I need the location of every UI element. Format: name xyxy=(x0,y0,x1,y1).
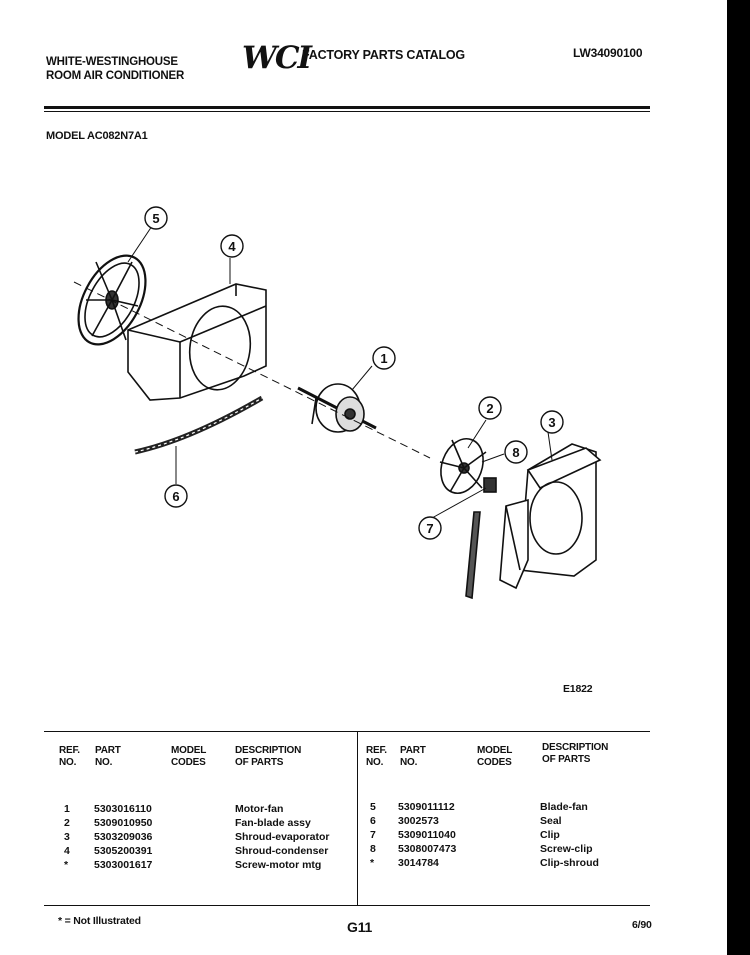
callout-6 xyxy=(164,484,188,508)
brand-line-2: ROOM AIR CONDITIONER xyxy=(46,70,185,82)
evaporator-shroud-drawing xyxy=(499,443,602,590)
scan-edge xyxy=(727,0,750,955)
callout-7 xyxy=(418,516,442,540)
callout-1 xyxy=(372,346,396,370)
callout-8-label: 8 xyxy=(512,445,519,460)
table-top-rule xyxy=(44,731,650,732)
figure-code: E1822 xyxy=(563,683,593,695)
condenser-shroud-drawing xyxy=(127,283,267,401)
wci-logo: WCI xyxy=(242,40,312,76)
callout-8 xyxy=(504,440,528,464)
not-illustrated-note: * = Not Illustrated xyxy=(58,915,141,927)
callout-5 xyxy=(144,206,168,230)
catalog-title: FACTORY PARTS CATALOG xyxy=(302,48,465,62)
header-rule-thick xyxy=(44,106,650,109)
table-bottom-rule xyxy=(44,905,650,906)
motor-drawing xyxy=(297,383,377,433)
document-number: LW34090100 xyxy=(573,46,643,60)
small-fan-blade-drawing xyxy=(439,438,487,494)
callout-4 xyxy=(220,234,244,258)
callout-5-label: 5 xyxy=(152,211,159,226)
callout-3 xyxy=(540,410,564,434)
exploded-parts-diagram: 5 4 1 2 3 8 7 6 xyxy=(73,206,602,600)
callout-3-label: 3 xyxy=(548,415,555,430)
table-divider xyxy=(357,731,358,905)
callout-6-label: 6 xyxy=(172,489,179,504)
fan-blade-drawing xyxy=(77,254,147,346)
header-rule-thin xyxy=(44,111,650,112)
callout-2-label: 2 xyxy=(486,401,493,416)
callout-4-label: 4 xyxy=(228,239,236,254)
model-label: MODEL AC082N7A1 xyxy=(46,130,148,142)
brand-line-1: WHITE-WESTINGHOUSE xyxy=(46,56,178,68)
catalog-page: WHITE-WESTINGHOUSE ROOM AIR CONDITIONER … xyxy=(0,0,727,955)
page-number: G11 xyxy=(347,919,373,935)
revision-date: 6/90 xyxy=(632,919,652,931)
callout-1-label: 1 xyxy=(380,351,387,366)
callout-2 xyxy=(478,396,502,420)
callout-7-label: 7 xyxy=(426,521,433,536)
